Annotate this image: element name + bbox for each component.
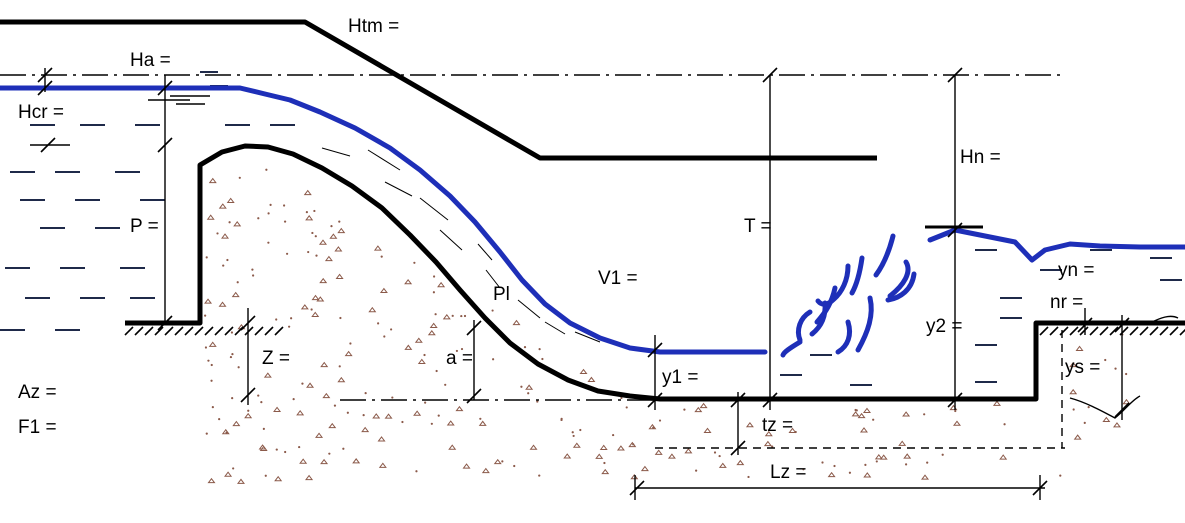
label-tz: tz =	[762, 415, 793, 436]
water-surface-downstream	[927, 227, 1185, 263]
label-yn: yn =	[1058, 260, 1094, 281]
label-a: a =	[446, 348, 473, 369]
label-az: Az =	[18, 382, 57, 403]
dimension-lines	[30, 68, 1123, 500]
label-lz: Lz =	[770, 462, 806, 483]
downstream-water-body	[780, 249, 1182, 386]
label-f1: F1 =	[18, 417, 57, 438]
label-ha: Ha =	[130, 50, 171, 71]
dimension-ticks	[37, 67, 1130, 496]
label-y1: y1 =	[662, 367, 698, 388]
label-ys: ys =	[1065, 357, 1100, 378]
label-pl: Pl	[493, 284, 510, 305]
labels: Htm = Ha = Hcr = P = Pl V1 = T = Hn = yn…	[18, 16, 1100, 483]
chute-flow-lines	[321, 147, 601, 343]
label-hn: Hn =	[960, 147, 1001, 168]
label-hcr: Hcr =	[18, 102, 64, 123]
ground-hatching	[124, 326, 1185, 336]
label-p: P =	[130, 216, 159, 237]
dam-crest-line	[0, 19, 877, 161]
label-htm: Htm =	[348, 16, 399, 37]
label-t: T =	[744, 216, 772, 237]
label-nr: nr =	[1050, 292, 1083, 313]
sill-tail-line	[1069, 315, 1179, 419]
water-surface-upstream	[0, 85, 768, 355]
label-v1: V1 =	[598, 268, 638, 289]
label-z: Z =	[262, 348, 290, 369]
hydraulic-jump-turbulence	[780, 233, 917, 358]
label-y2: y2 =	[926, 316, 962, 337]
spillway-profile	[125, 143, 1185, 402]
soil-fill	[204, 168, 1131, 484]
